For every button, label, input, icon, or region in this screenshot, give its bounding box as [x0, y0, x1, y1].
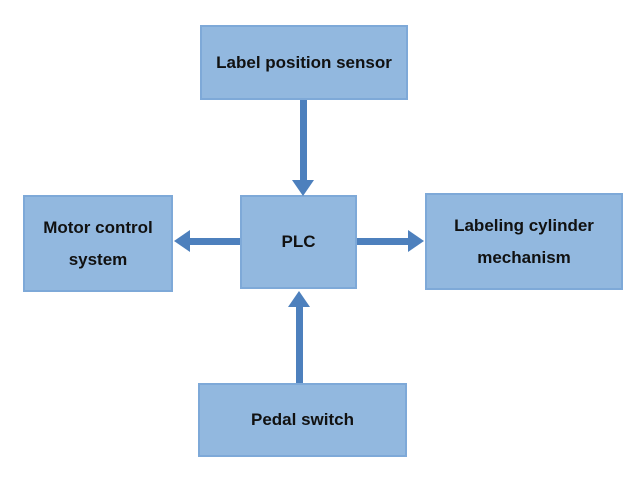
node-label-position-sensor: Label position sensor	[200, 25, 408, 100]
arrow-shaft	[296, 307, 303, 383]
node-label: PLC	[281, 232, 316, 252]
node-label: Labeling cylinder mechanism	[454, 216, 594, 267]
arrow-shaft	[357, 238, 408, 245]
arrow-left-icon	[174, 230, 190, 252]
node-label: Motor control system	[43, 218, 153, 269]
node-plc: PLC	[240, 195, 357, 289]
node-labeling-cylinder-mechanism: Labeling cylinder mechanism	[425, 193, 623, 290]
arrow-up-icon	[288, 291, 310, 307]
arrow-down-icon	[292, 180, 314, 196]
arrow-shaft	[300, 100, 307, 180]
node-label: Label position sensor	[216, 52, 392, 72]
node-pedal-switch: Pedal switch	[198, 383, 407, 457]
arrow-right-icon	[408, 230, 424, 252]
node-motor-control-system: Motor control system	[23, 195, 173, 292]
arrow-shaft	[190, 238, 240, 245]
node-label: Pedal switch	[251, 410, 354, 430]
